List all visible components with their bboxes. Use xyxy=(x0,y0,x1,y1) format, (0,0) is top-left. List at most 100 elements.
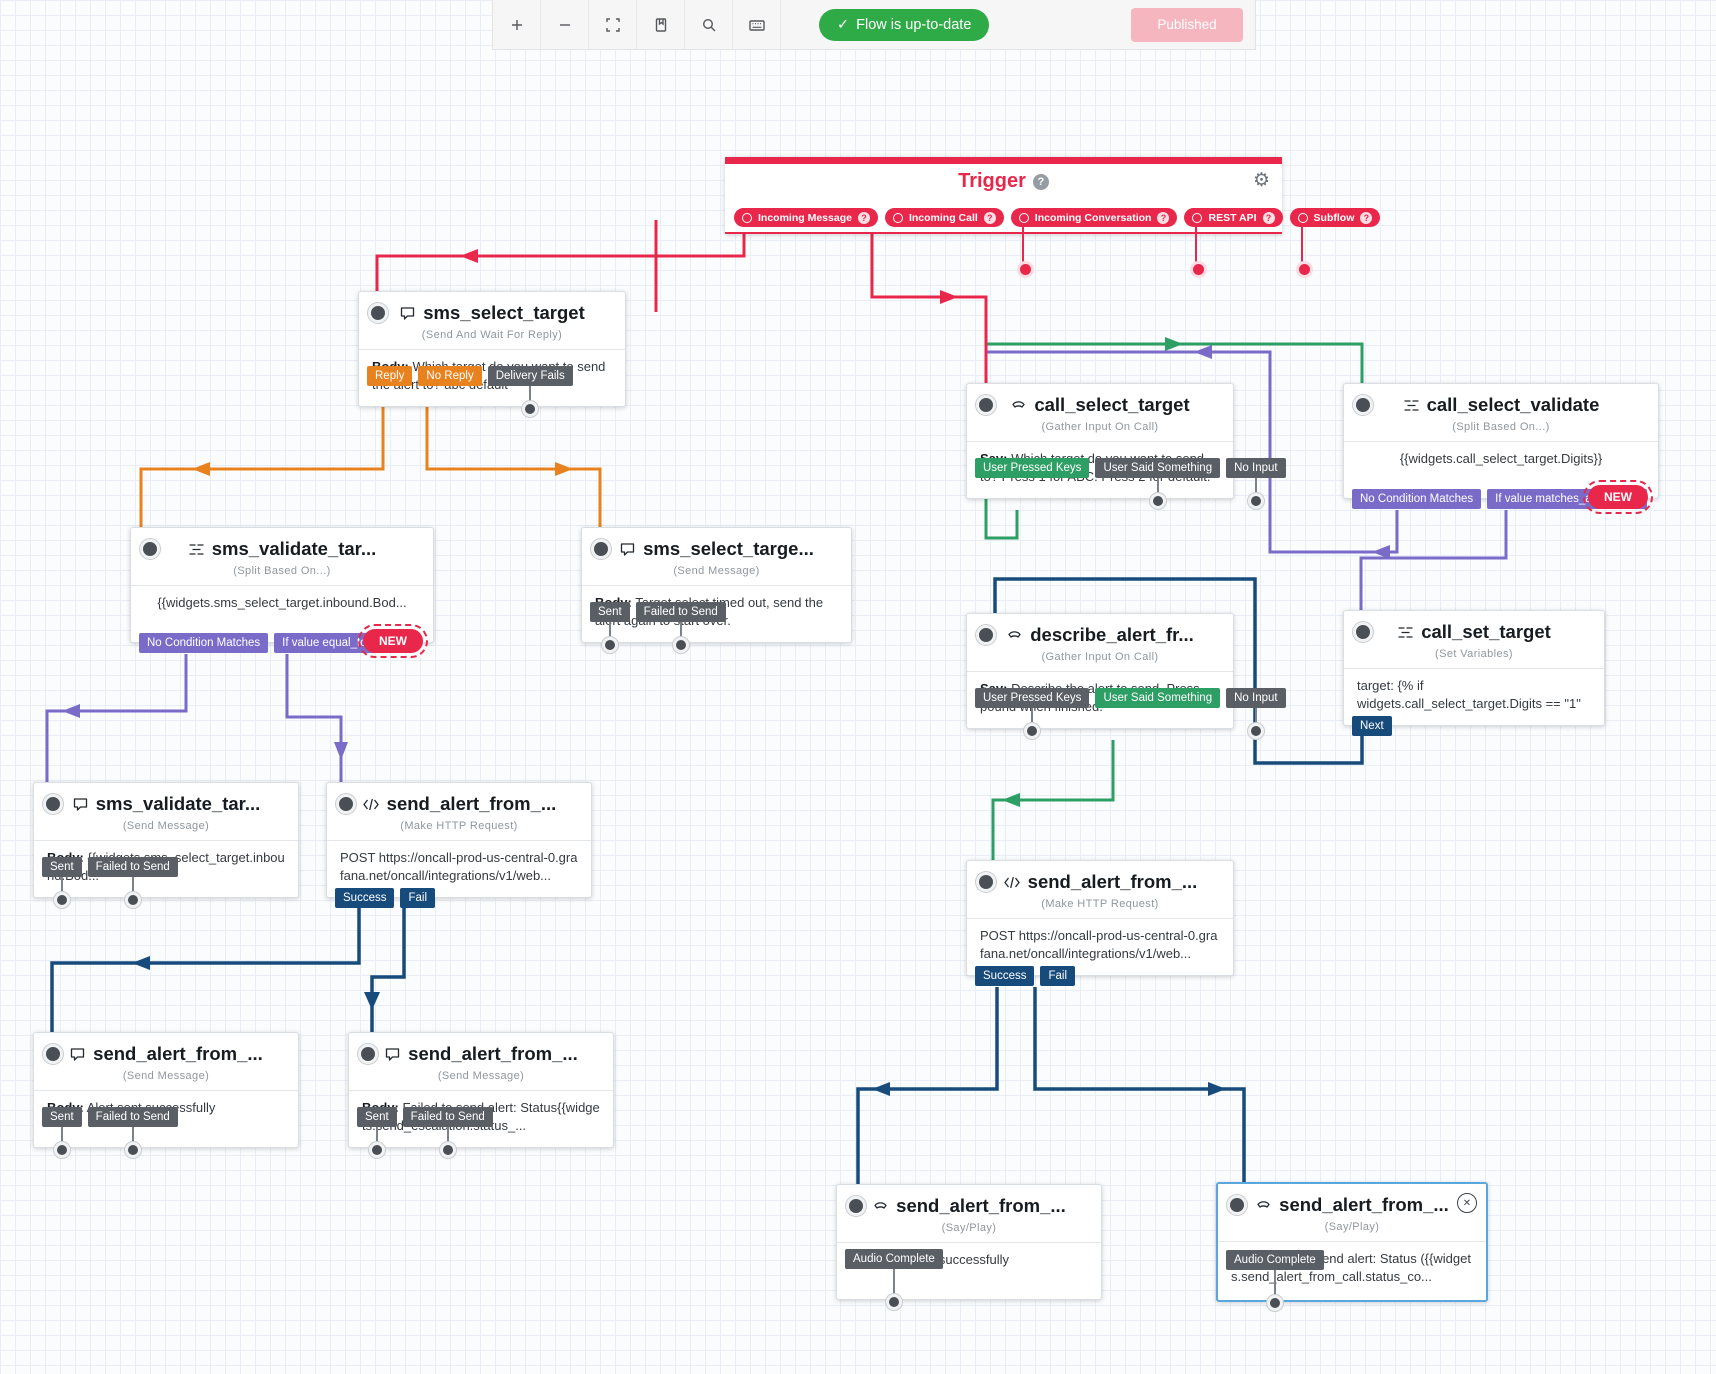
connector-dot[interactable] xyxy=(522,401,539,417)
zoom-in-button[interactable] xyxy=(493,0,541,49)
widget-send-alert-say-success[interactable]: send_alert_from_... (Say/Play) Say: Aler… xyxy=(836,1184,1102,1310)
connector-dot[interactable] xyxy=(1016,261,1034,278)
transition-no-input[interactable]: No Input xyxy=(1226,458,1286,478)
widget-send-alert-success-message[interactable]: send_alert_from_... (Send Message) Body:… xyxy=(33,1032,299,1158)
connector-dot[interactable] xyxy=(43,1044,63,1064)
radio-icon xyxy=(1297,212,1308,223)
transition-fail[interactable]: Fail xyxy=(1040,966,1075,986)
published-button[interactable]: Published xyxy=(1131,7,1243,42)
connector-dot[interactable] xyxy=(1247,493,1264,509)
transition-sent[interactable]: Sent xyxy=(590,602,630,622)
set-variables-icon xyxy=(1398,626,1413,638)
trigger-pill-incoming-conversation[interactable]: Incoming Conversation? xyxy=(1010,208,1178,227)
widget-sms-select-target-timeout[interactable]: sms_select_targe... (Send Message) Body:… xyxy=(581,527,852,653)
connector-dot[interactable] xyxy=(1353,622,1373,642)
widget-type-label: (Send And Wait For Reply) xyxy=(421,329,563,341)
fit-view-button[interactable] xyxy=(589,0,637,49)
trigger-pill-rest-api[interactable]: REST API? xyxy=(1184,208,1283,227)
transition-sent[interactable]: Sent xyxy=(42,1107,82,1127)
connector-dot[interactable] xyxy=(368,303,388,323)
widget-call-set-target[interactable]: call_set_target (Set Variables) target: … xyxy=(1343,610,1605,736)
transition-failed-to-send[interactable]: Failed to Send xyxy=(87,1107,178,1127)
widget-call-select-validate[interactable]: call_select_validate (Split Based On...)… xyxy=(1343,383,1659,514)
transition-delivery-fails[interactable]: Delivery Fails xyxy=(487,366,573,386)
transition-user-said-something[interactable]: User Said Something xyxy=(1095,458,1221,478)
widget-title: describe_alert_fr... xyxy=(967,624,1233,646)
connector-dot[interactable] xyxy=(358,1044,378,1064)
transition-user-said-something[interactable]: User Said Something xyxy=(1095,688,1221,708)
widget-send-alert-http-call[interactable]: send_alert_from_... (Make HTTP Request) … xyxy=(966,860,1234,986)
trigger-widget[interactable]: Trigger ? ⚙ Incoming Message? Incoming C… xyxy=(725,157,1381,278)
keyboard-shortcuts-button[interactable] xyxy=(733,0,781,49)
widget-title: send_alert_from_... xyxy=(327,793,591,815)
connector-dot[interactable] xyxy=(439,1142,456,1158)
new-transition-badge[interactable]: NEW xyxy=(1583,480,1653,514)
connector-dot[interactable] xyxy=(140,539,160,559)
transition-sent[interactable]: Sent xyxy=(357,1107,397,1127)
connector-dot[interactable] xyxy=(1227,1195,1247,1215)
connector-dot[interactable] xyxy=(53,1142,70,1158)
transition-reply[interactable]: Reply xyxy=(367,366,413,386)
widget-describe-alert[interactable]: describe_alert_fr... (Gather Input On Ca… xyxy=(966,613,1286,739)
widget-type-label: (Say/Play) xyxy=(1324,1221,1380,1233)
connector-dot[interactable] xyxy=(976,395,996,415)
transition-audio-complete[interactable]: Audio Complete xyxy=(1226,1250,1324,1270)
connector-dot[interactable] xyxy=(672,637,689,653)
transition-audio-complete[interactable]: Audio Complete xyxy=(845,1249,943,1269)
widget-call-select-target[interactable]: call_select_target (Gather Input On Call… xyxy=(966,383,1286,509)
widget-sms-select-target[interactable]: sms_select_target (Send And Wait For Rep… xyxy=(358,291,626,417)
transition-no-condition-matches[interactable]: No Condition Matches xyxy=(1352,489,1482,509)
help-icon[interactable]: ? xyxy=(1032,173,1049,190)
zoom-out-button[interactable] xyxy=(541,0,589,49)
transition-user-pressed-keys[interactable]: User Pressed Keys xyxy=(975,458,1090,478)
trigger-pill-incoming-message[interactable]: Incoming Message? xyxy=(734,208,878,227)
connector-dot[interactable] xyxy=(53,892,70,908)
transition-sent[interactable]: Sent xyxy=(42,857,82,877)
new-transition-badge[interactable]: NEW xyxy=(358,624,428,658)
connector-dot[interactable] xyxy=(601,637,618,653)
transition-no-input[interactable]: No Input xyxy=(1226,688,1286,708)
gear-icon[interactable]: ⚙ xyxy=(1252,170,1270,191)
transition-failed-to-send[interactable]: Failed to Send xyxy=(87,857,178,877)
connector-dot[interactable] xyxy=(976,872,996,892)
close-icon[interactable]: ✕ xyxy=(1457,1193,1477,1213)
connector-dot[interactable] xyxy=(124,1142,141,1158)
phone-icon xyxy=(874,1201,887,1209)
transition-success[interactable]: Success xyxy=(975,966,1035,986)
connector-dot[interactable] xyxy=(1295,261,1313,278)
library-button[interactable] xyxy=(637,0,685,49)
connector-dot[interactable] xyxy=(846,1196,866,1216)
trigger-pill-incoming-call[interactable]: Incoming Call? xyxy=(884,208,1004,227)
trigger-pill-subflow[interactable]: Subflow? xyxy=(1289,208,1381,227)
transition-failed-to-send[interactable]: Failed to Send xyxy=(635,602,726,622)
transition-success[interactable]: Success xyxy=(335,888,395,908)
connector-dot[interactable] xyxy=(43,794,63,814)
connector-dot[interactable] xyxy=(1247,723,1264,739)
widget-sms-validate-target[interactable]: sms_validate_tar... (Split Based On...) … xyxy=(130,527,434,658)
transition-no-reply[interactable]: No Reply xyxy=(418,366,482,386)
connector-dot[interactable] xyxy=(885,1294,902,1310)
connector-dot[interactable] xyxy=(1266,1295,1283,1311)
connector-dot[interactable] xyxy=(1190,261,1208,278)
search-button[interactable] xyxy=(685,0,733,49)
transition-user-pressed-keys[interactable]: User Pressed Keys xyxy=(975,688,1090,708)
connector-dot[interactable] xyxy=(1353,395,1373,415)
connector-dot[interactable] xyxy=(976,625,996,645)
transition-next[interactable]: Next xyxy=(1352,716,1392,736)
connector-dot[interactable] xyxy=(1149,493,1166,509)
widget-title: send_alert_from_... xyxy=(34,1043,298,1065)
widget-sms-validate-target-message[interactable]: sms_validate_tar... (Send Message) Body:… xyxy=(33,782,299,908)
transition-no-condition-matches[interactable]: No Condition Matches xyxy=(139,633,269,653)
transition-fail[interactable]: Fail xyxy=(400,888,435,908)
widget-send-alert-say-failure[interactable]: ✕ send_alert_from_... (Say/Play) Say: Fa… xyxy=(1216,1182,1488,1311)
widget-send-alert-failure-message[interactable]: send_alert_from_... (Send Message) Body:… xyxy=(348,1032,614,1158)
connector-dot[interactable] xyxy=(124,892,141,908)
connector-dot[interactable] xyxy=(591,539,611,559)
connector-dot[interactable] xyxy=(1024,723,1041,739)
connector-dot[interactable] xyxy=(368,1142,385,1158)
connector-dot[interactable] xyxy=(336,794,356,814)
expand-icon xyxy=(605,17,620,32)
transition-failed-to-send[interactable]: Failed to Send xyxy=(402,1107,493,1127)
widget-send-alert-http-sms[interactable]: send_alert_from_... (Make HTTP Request) … xyxy=(326,782,592,908)
help-icon: ? xyxy=(983,211,996,224)
